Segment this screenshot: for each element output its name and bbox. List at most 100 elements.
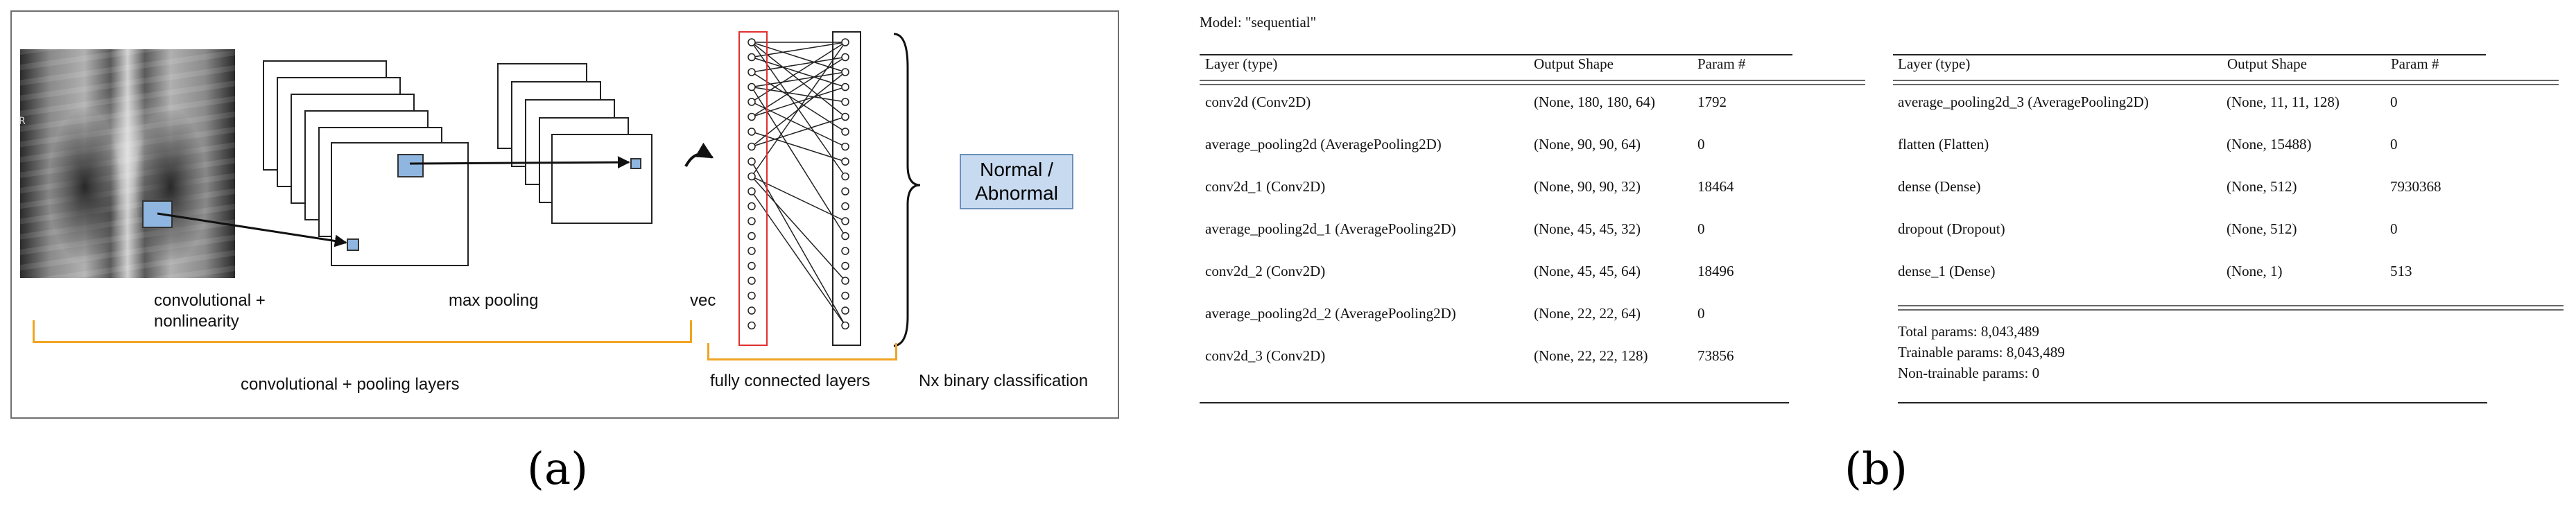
connections-layer: [157, 33, 921, 347]
neuron-node: [747, 261, 756, 270]
cnn-architecture-diagram: R Normal / Abnormal convolutional + nonl…: [10, 10, 1119, 419]
neuron-node: [747, 82, 756, 92]
layer-name-cell: average_pooling2d_2 (AveragePooling2D): [1205, 305, 1456, 322]
model-title: Model: "sequential": [1200, 14, 1317, 31]
output-shape-cell: (None, 15488): [2227, 136, 2312, 153]
col-header-layer: Layer (type): [1205, 55, 1278, 72]
table-right-bottom-rule: [1898, 402, 2487, 403]
neuron-node: [747, 277, 756, 285]
neuron-node: [841, 82, 849, 92]
param-count-cell: 18496: [1697, 263, 1734, 279]
output-shape-cell: (None, 90, 90, 64): [1534, 136, 1641, 153]
layer-name-cell: average_pooling2d (AveragePooling2D): [1205, 136, 1442, 153]
curved-arrow-icon: [684, 142, 714, 167]
fc-layer-box: [832, 31, 861, 346]
neuron-node: [841, 217, 849, 225]
param-count-cell: 18464: [1697, 178, 1734, 195]
table-left-bottom-rule: [1200, 402, 1789, 403]
neuron-node: [841, 112, 849, 121]
conv-pool-bracket: [33, 320, 692, 343]
neuron-node: [747, 53, 756, 62]
table-left-top-rule: [1200, 54, 1792, 55]
neuron-node: [841, 291, 849, 300]
neuron-node: [747, 321, 756, 330]
output-class-label: Normal / Abnormal: [975, 159, 1058, 204]
param-count-cell: 0: [1697, 305, 1705, 322]
chest-xray-image: [20, 49, 235, 278]
neuron-node: [747, 306, 756, 315]
col-header-param: Param #: [1697, 55, 1746, 72]
neuron-node: [747, 68, 756, 76]
neuron-node: [747, 172, 756, 181]
output-shape-cell: (None, 11, 11, 128): [2227, 94, 2340, 110]
layer-name-cell: conv2d_1 (Conv2D): [1205, 178, 1326, 195]
table-right-header-rule: [1893, 80, 2559, 85]
fc-layers-label: fully connected layers: [710, 372, 870, 390]
neuron-node: [841, 142, 849, 151]
neuron-node: [747, 98, 756, 106]
xray-marker-label: R: [19, 116, 26, 127]
non-trainable-params: Non-trainable params: 0: [1898, 365, 2040, 381]
neuron-node: [747, 232, 756, 241]
neuron-node: [841, 53, 849, 62]
neuron-node: [841, 306, 849, 315]
fc-bracket: [707, 343, 897, 360]
neuron-node: [747, 291, 756, 300]
output-shape-cell: (None, 180, 180, 64): [1534, 94, 1655, 110]
pooled-output-pixel: [630, 158, 641, 169]
conv-label: convolutional + nonlinearity: [154, 291, 266, 331]
trainable-params: Trainable params: 8,043,489: [1898, 344, 2065, 360]
param-count-cell: 0: [2390, 94, 2398, 110]
conv-output-pixel: [347, 238, 359, 251]
conv-pool-layers-label: convolutional + pooling layers: [241, 375, 460, 394]
table-right-top-rule: [1893, 54, 2486, 55]
neuron-node: [841, 98, 849, 106]
neuron-node: [841, 157, 849, 166]
layer-name-cell: dropout (Dropout): [1898, 220, 2005, 237]
output-class-box: Normal / Abnormal: [960, 154, 1073, 209]
right-brace-icon: [893, 33, 921, 347]
neuron-node: [841, 68, 849, 76]
nx-binary-label: Nx binary classification: [919, 372, 1089, 390]
output-shape-cell: (None, 45, 45, 32): [1534, 220, 1641, 237]
param-count-cell: 0: [2390, 220, 2398, 237]
param-count-cell: 73856: [1697, 347, 1734, 364]
layer-name-cell: average_pooling2d_1 (AveragePooling2D): [1205, 220, 1456, 237]
col-header-param-right: Param #: [2391, 55, 2439, 72]
panel-a-letter: (a): [527, 444, 589, 495]
output-shape-cell: (None, 22, 22, 128): [1534, 347, 1648, 364]
neuron-node: [747, 187, 756, 195]
total-params: Total params: 8,043,489: [1898, 323, 2039, 340]
neuron-node: [841, 232, 849, 241]
neuron-node: [747, 38, 756, 46]
neuron-node: [841, 261, 849, 270]
layer-name-cell: conv2d (Conv2D): [1205, 94, 1311, 110]
param-count-cell: 0: [1697, 136, 1705, 153]
vec-label: vec: [690, 291, 716, 310]
neuron-node: [747, 202, 756, 211]
neuron-node: [747, 247, 756, 255]
param-count-cell: 1792: [1697, 94, 1727, 110]
layer-name-cell: flatten (Flatten): [1898, 136, 1989, 153]
layer-name-cell: dense (Dense): [1898, 178, 1981, 195]
neuron-node: [747, 217, 756, 225]
output-shape-cell: (None, 90, 90, 32): [1534, 178, 1641, 195]
col-header-layer-right: Layer (type): [1898, 55, 1971, 72]
conv-kernel-patch: [397, 154, 424, 177]
neuron-node: [841, 247, 849, 255]
neuron-node: [747, 157, 756, 166]
layer-name-cell: average_pooling2d_3 (AveragePooling2D): [1898, 94, 2149, 110]
totals-rule: [1898, 305, 2564, 311]
neuron-node: [841, 128, 849, 136]
neuron-node: [841, 38, 849, 46]
neuron-node: [747, 142, 756, 151]
pooled-map: [551, 134, 652, 224]
output-shape-cell: (None, 22, 22, 64): [1534, 305, 1641, 322]
neuron-node: [747, 112, 756, 121]
vec-layer-highlight: [738, 31, 768, 346]
layer-name-cell: conv2d_2 (Conv2D): [1205, 263, 1326, 279]
panel-b-letter: (b): [1844, 444, 1908, 495]
param-count-cell: 0: [1697, 220, 1705, 237]
output-shape-cell: (None, 1): [2227, 263, 2283, 279]
layer-name-cell: conv2d_3 (Conv2D): [1205, 347, 1326, 364]
